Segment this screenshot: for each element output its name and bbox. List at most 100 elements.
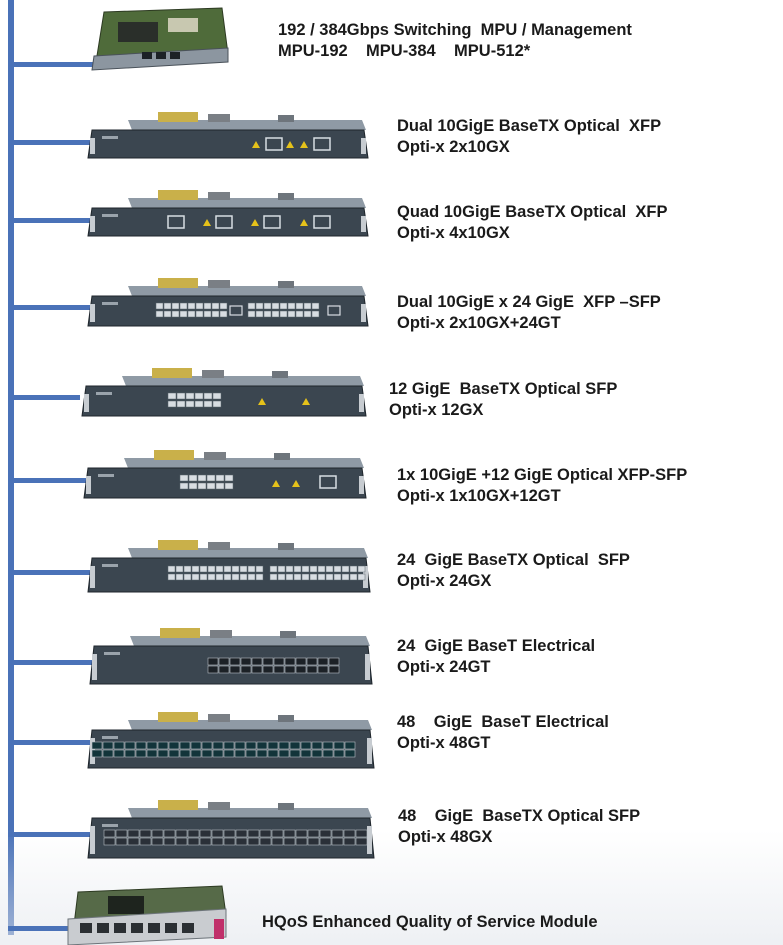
laser-warning-icon [286, 141, 294, 148]
right-latch [359, 394, 364, 412]
sfp-port [195, 310, 204, 318]
rj45-port [328, 657, 340, 666]
laser-warning-icon [258, 398, 266, 405]
rj45-port [328, 665, 340, 674]
rj45-port [235, 837, 248, 846]
rj45-port [283, 829, 296, 838]
caption-sfp12: 12 GigE BaseTX Optical SFP Opti-x 12GX [389, 379, 617, 421]
sfp-port [167, 392, 177, 400]
sfp-port [207, 573, 216, 581]
logo-mark [102, 136, 118, 139]
component-block [204, 452, 226, 460]
sfp-port [231, 573, 240, 581]
sfp-port [179, 474, 189, 482]
rj45-port [127, 837, 140, 846]
rj45-port [139, 837, 152, 846]
rj45-port [229, 657, 241, 666]
laser-warning-icon [300, 141, 308, 148]
rj45-port [146, 749, 158, 758]
connector-sfp24xfp2 [8, 305, 90, 310]
sfp-port [255, 565, 264, 573]
connector-rj48 [8, 740, 92, 745]
rj45-port [300, 741, 312, 750]
caption-xfp2: Dual 10GigE BaseTX Optical XFP Opti-x 2x… [397, 116, 661, 158]
component-block [208, 542, 230, 550]
sfp-port [163, 310, 172, 318]
caption-title: 24 GigE BaseT Electrical [397, 637, 596, 655]
hqos-ejector [214, 919, 224, 939]
sfp-port [203, 400, 213, 408]
hqos-port [114, 923, 126, 933]
chip [168, 18, 198, 32]
xfp-port [327, 305, 341, 316]
rj45-port [199, 837, 212, 846]
sfp-port [269, 565, 278, 573]
module-card-hqos [67, 885, 227, 945]
rj45-port [135, 741, 147, 750]
sfp-port [194, 400, 204, 408]
sfp-port [203, 392, 213, 400]
sfp-port [203, 302, 212, 310]
component-block [152, 368, 192, 378]
sfp-port [176, 392, 186, 400]
rj45-port [322, 749, 334, 758]
rj45-port [343, 837, 356, 846]
component-block [158, 112, 198, 122]
component-block [278, 543, 294, 550]
sfp-port [179, 482, 189, 490]
rj45-port [235, 829, 248, 838]
chip [118, 22, 158, 42]
caption-subtitle: Opti-x 12GX [389, 401, 484, 419]
rj45-port [284, 665, 296, 674]
sfp-port [195, 302, 204, 310]
component-block [158, 800, 198, 810]
rj45-port [343, 829, 356, 838]
right-latch [367, 826, 372, 854]
caption-subtitle: Opti-x 2x10GX+24GT [397, 314, 561, 332]
pcb-edge [130, 636, 370, 646]
rj45-port [262, 665, 274, 674]
pcb-edge [128, 120, 366, 130]
sfp-port [224, 482, 234, 490]
sfp-port [341, 573, 350, 581]
hqos-port [97, 923, 109, 933]
rj45-port [223, 749, 235, 758]
connector-hqos [8, 926, 68, 931]
sfp-port [349, 565, 358, 573]
component-block [208, 114, 230, 122]
rj45-port [187, 829, 200, 838]
rj45-port [307, 829, 320, 838]
logo-mark [102, 564, 118, 567]
connector-xfp4 [8, 218, 90, 223]
rj45-port [344, 741, 356, 750]
faceplate [81, 385, 367, 417]
sfp-port [155, 310, 164, 318]
rj45-port [283, 837, 296, 846]
caption-title: 1x 10GigE +12 GigE Optical XFP-SFP [397, 466, 688, 484]
caption-mpu: 192 / 384Gbps Switching MPU / Management… [278, 20, 632, 62]
rj45-port [91, 741, 103, 750]
rj45-port [157, 741, 169, 750]
caption-sfp12xfp1: 1x 10GigE +12 GigE Optical XFP-SFP Opti-… [397, 465, 687, 507]
module-card-sfp24 [87, 540, 371, 593]
caption-title: 12 GigE BaseTX Optical SFP [389, 380, 618, 398]
sfp-port [197, 474, 207, 482]
rj45-port [245, 749, 257, 758]
logo-mark [104, 652, 120, 655]
rj45-port [295, 665, 307, 674]
rj45-port [256, 749, 268, 758]
sfp-port [206, 482, 216, 490]
sfp-port [239, 565, 248, 573]
logo-mark [102, 214, 118, 217]
sfp-port [357, 573, 366, 581]
sfp-port [207, 565, 216, 573]
rj45-port [306, 665, 318, 674]
sfp-port [263, 302, 272, 310]
rj45-port [307, 837, 320, 846]
rj45-port [262, 657, 274, 666]
sfp-port [301, 573, 310, 581]
rj45-port [234, 741, 246, 750]
rj45-port [289, 741, 301, 750]
connector-xfp2 [8, 140, 90, 145]
